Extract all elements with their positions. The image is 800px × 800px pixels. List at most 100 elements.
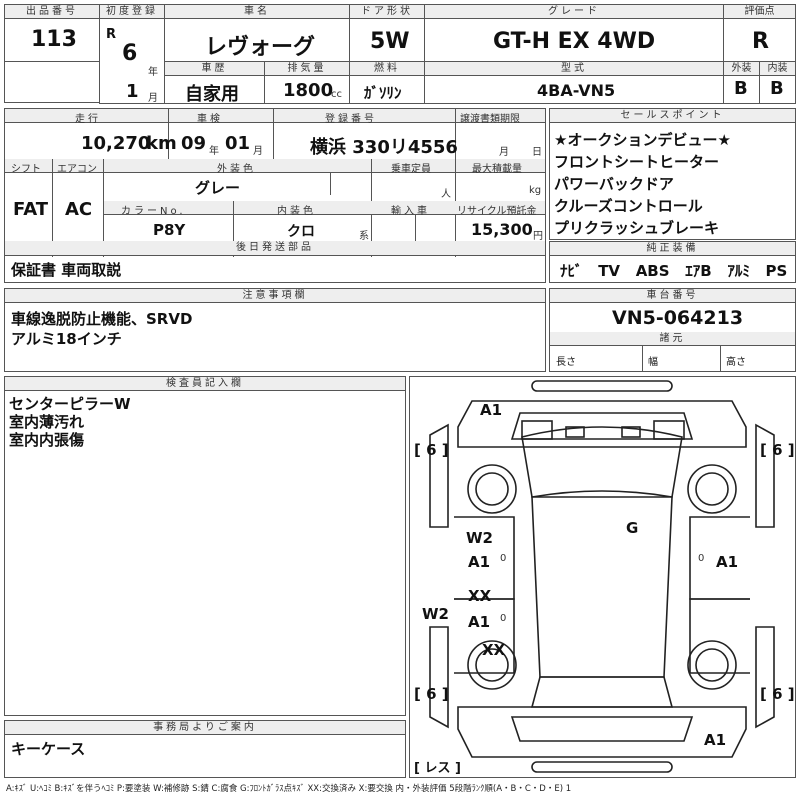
damage-mark: A1 xyxy=(704,731,727,749)
registration-number: 横浜 330リ4556 xyxy=(310,137,458,158)
history-label: 車歴 xyxy=(165,62,264,76)
ext-color-label: 外装色 xyxy=(217,164,256,175)
equipment-item: ｴｱB xyxy=(685,262,712,280)
tire-mark: [ 6 ] xyxy=(414,441,449,459)
damage-mark: XX xyxy=(482,641,506,659)
grade: GT-H EX 4WD xyxy=(493,29,656,54)
interior-color: クロ xyxy=(287,224,315,240)
car-name-cell: 車名 レヴォーグ xyxy=(164,4,350,62)
tire-mark: [ 6 ] xyxy=(414,685,449,703)
inspector-box: 検査員記入欄 センターピラーW 室内薄汚れ 室内内張傷 xyxy=(4,376,406,716)
equipment-item: ﾅﾋﾞ xyxy=(560,262,583,280)
inspection-month: 01 xyxy=(225,133,251,154)
sales-point-item: クルーズコントロール xyxy=(554,197,703,215)
later-parts-text: 保証書 車両取説 xyxy=(11,261,122,279)
color-no-label: カラーNo. xyxy=(121,206,186,217)
exterior-color: グレー xyxy=(195,179,241,197)
aircon-label: エアコン xyxy=(57,164,97,175)
lot-blank-cell xyxy=(4,61,100,103)
equipment-box: 純正装備 ﾅﾋﾞ TV ABS ｴｱB ｱﾙﾐ PS PW xyxy=(549,241,796,283)
inspection-year-unit: 年 xyxy=(209,146,219,157)
interior-label: 内装 xyxy=(760,62,795,76)
fuel-label: 燃料 xyxy=(350,62,424,76)
fuel-cell: 燃料 ｶﾞｿﾘﾝ xyxy=(349,61,425,104)
sales-point-item: パワーバックドア xyxy=(554,175,674,193)
mileage: 10,270 xyxy=(81,133,151,154)
tire-mark: [ 6 ] xyxy=(760,441,795,459)
inspector-label: 検査員記入欄 xyxy=(5,377,405,391)
spec-row2-header xyxy=(5,159,545,173)
door-cell: ドア形状 5W xyxy=(349,4,425,62)
kg-unit: kg xyxy=(529,185,542,196)
car-name-label: 車名 xyxy=(165,5,349,19)
note-line: 車線逸脱防止機能、SRVD xyxy=(11,310,193,328)
sales-points-box: セールスポイント ★オークションデビュー★ フロントシートヒーター パワーバック… xyxy=(549,108,796,240)
displacement-cell: 排気量 1800 cc xyxy=(264,61,350,104)
spec-block: 走行 車検 登録番号 譲渡書類期限 10,270 km 09 年 01 月 横浜… xyxy=(4,108,546,283)
notes-label: 注意事項欄 xyxy=(5,289,545,303)
grade-label: グレード xyxy=(425,5,723,19)
lot-number: 113 xyxy=(31,27,77,52)
first-reg-month: 1 xyxy=(126,81,139,102)
damage-mark: A1 xyxy=(468,613,491,631)
shift-label: シフト xyxy=(11,164,41,175)
kei-unit: 系 xyxy=(359,231,369,242)
equipment-item: ｱﾙﾐ xyxy=(727,262,750,280)
inspector-line: 室内薄汚れ xyxy=(9,413,85,431)
office-box: 事務局よりご案内 キーケース xyxy=(4,720,406,778)
score: R xyxy=(752,29,769,54)
lot-number-cell: 出品番号 113 xyxy=(4,4,100,62)
legend: A:ｷｽﾞ U:ﾍｺﾐ B:ｷｽﾞを伴うﾍｺﾐ P:要塗装 W:補修跡 S:錆 … xyxy=(6,784,572,794)
sales-point-item: フロントシートヒーター xyxy=(554,153,720,171)
tire-mark: [ 6 ] xyxy=(760,685,795,703)
office-text: キーケース xyxy=(11,740,86,758)
first-reg-year: 6 xyxy=(122,41,138,66)
inspection-year: 09 xyxy=(181,133,207,154)
displacement-label: 排気量 xyxy=(265,62,349,76)
score-label: 評価点 xyxy=(724,5,795,19)
lot-number-label: 出品番号 xyxy=(5,5,99,19)
transfer-month-unit: 月 xyxy=(499,147,509,158)
first-registration-cell: 初度登録 R 6 年 1 月 xyxy=(99,4,165,104)
inspection-month-unit: 月 xyxy=(253,146,263,157)
chassis-number: VN5-064213 xyxy=(612,307,744,329)
equipment-item: TV xyxy=(598,262,621,280)
office-label: 事務局よりご案内 xyxy=(5,721,405,735)
car-diagram: A1 [ 6 ] [ 6 ] [ 6 ] [ 6 ] G W2 A1 0 XX … xyxy=(409,376,796,778)
later-parts-label: 後日発送部品 xyxy=(5,241,545,256)
height-label: 高さ xyxy=(726,357,746,368)
max-load-label: 最大積載量 xyxy=(472,164,522,175)
length-label: 長さ xyxy=(556,357,576,368)
chassis-box: 車台番号 VN5-064213 諸元 長さ 幅 高さ xyxy=(549,288,796,372)
model-code: 4BA-VN5 xyxy=(537,81,616,100)
chassis-label: 車台番号 xyxy=(550,289,795,303)
recycle-label: リサイクル預託金 xyxy=(457,206,537,217)
equipment-item: ABS xyxy=(635,262,670,280)
exterior-label: 外装 xyxy=(724,62,759,76)
transfer-day-unit: 日 xyxy=(532,147,542,158)
less-mark: [ レス ] xyxy=(414,761,461,776)
damage-mark: W2 xyxy=(466,529,493,547)
damage-mark: 0 xyxy=(500,613,507,624)
shift: FAT xyxy=(13,199,49,220)
color-number: P8Y xyxy=(153,221,186,239)
car-history: 自家用 xyxy=(185,84,239,105)
transfer-label: 譲渡書類期限 xyxy=(460,114,520,125)
interior-grade-cell: 内装 B xyxy=(759,61,796,104)
car-outline xyxy=(429,380,775,773)
capacity-label: 乗車定員 xyxy=(391,164,431,175)
door-label: ドア形状 xyxy=(350,5,424,19)
mileage-unit: km xyxy=(146,133,177,154)
yen-unit: 円 xyxy=(533,231,543,242)
note-line: アルミ18インチ xyxy=(11,330,122,348)
equipment-label: 純正装備 xyxy=(550,242,795,256)
year-unit: 年 xyxy=(148,67,158,78)
registration-label: 登録番号 xyxy=(325,114,377,125)
damage-mark: G xyxy=(626,519,639,537)
damage-mark: W2 xyxy=(422,605,449,623)
cc-unit: cc xyxy=(331,89,342,100)
damage-mark: A1 xyxy=(468,553,491,571)
history-cell: 車歴 自家用 xyxy=(164,61,265,105)
model-label: 型式 xyxy=(425,62,723,76)
damage-mark: 0 xyxy=(698,553,705,564)
